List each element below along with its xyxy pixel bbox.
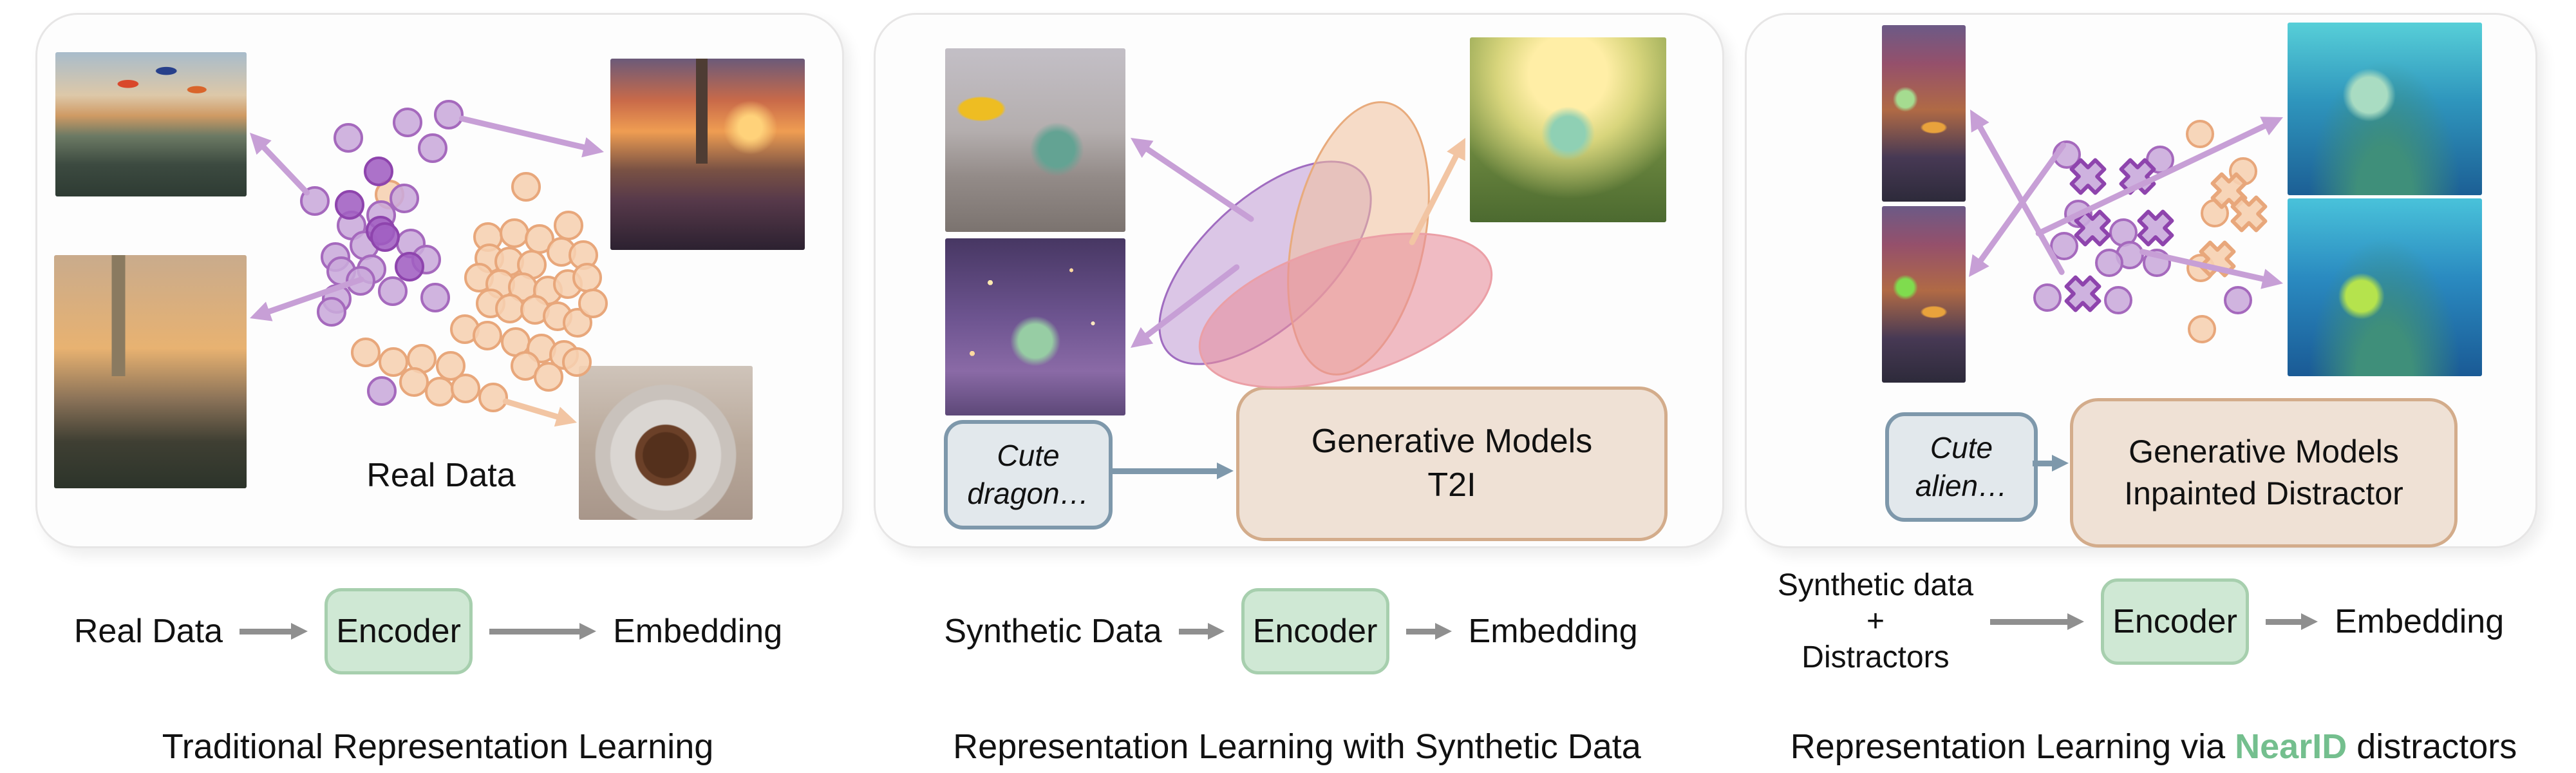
generative-models-inpainted-box: Generative Models Inpainted Distractor — [2070, 398, 2458, 548]
generator-line: Generative Models — [1311, 423, 1593, 461]
nearid-brand: NearID — [2235, 727, 2347, 766]
generator-line: Generative Models — [2129, 434, 2399, 470]
prompt-box-dragon: Cute dragon… — [944, 420, 1113, 530]
flow-output-label: Embedding — [1468, 613, 1638, 650]
generator-line: T2I — [1427, 466, 1476, 504]
arrow-head — [1207, 623, 1225, 640]
prompt-line: Cute — [997, 439, 1060, 473]
prompt-to-generator-arrow-icon — [1109, 463, 1234, 479]
prompt-line: alien… — [1915, 469, 2008, 502]
caption-traditional: Traditional Representation Learning — [162, 727, 714, 766]
skydivers-over-river-photo — [55, 52, 247, 196]
arrow-head — [2301, 613, 2318, 630]
victory-monument-race-photo — [54, 255, 247, 488]
alien-city-photo-b — [1882, 206, 1966, 383]
plated-steak-dinner-photo — [579, 366, 753, 520]
alien-reef-photo-b — [2288, 198, 2482, 376]
arrow-shaft — [1990, 618, 2068, 625]
cathedral-square-sunset-photo — [610, 59, 805, 250]
flow-input-label: Synthetic Data — [944, 613, 1162, 650]
prompt-line: dragon… — [967, 477, 1089, 510]
flow-arrow-icon — [1990, 613, 2085, 630]
arrow-head — [2052, 455, 2069, 472]
arrow-shaft — [1109, 468, 1217, 474]
dragon-galaxy-photo — [945, 238, 1125, 415]
flow-row-nearid: Synthetic data + Distractors Encoder Emb… — [1706, 567, 2575, 676]
flow-input-line: Distractors — [1801, 640, 1950, 674]
caption-post: distractors — [2347, 727, 2517, 766]
flow-row-traditional: Real Data Encoder Embedding — [58, 586, 798, 676]
arrow-shaft — [2033, 460, 2052, 466]
arrow-head — [2067, 613, 2085, 630]
encoder-box: Encoder — [2101, 578, 2250, 665]
arrow-shaft — [2266, 618, 2302, 625]
arrow-head — [291, 623, 308, 640]
flow-input-label: Synthetic data + Distractors — [1778, 568, 1973, 675]
flow-input-line: Synthetic data — [1777, 568, 1974, 603]
alien-reef-photo-a — [2288, 23, 2482, 195]
generative-models-t2i-box: Generative Models T2I — [1236, 386, 1668, 541]
arrow-shaft — [1406, 628, 1435, 635]
caption-nearid: Representation Learning via NearID distr… — [1725, 727, 2576, 767]
arrow-shaft — [489, 628, 580, 635]
flow-arrow-icon — [1406, 623, 1452, 640]
prompt-to-generator-arrow-icon — [2033, 455, 2069, 472]
flow-output-label: Embedding — [613, 613, 783, 650]
generator-line: Inpainted Distractor — [2124, 475, 2403, 511]
flow-arrow-icon — [2266, 613, 2318, 630]
flow-input-line: + — [1866, 604, 1885, 639]
flow-arrow-icon — [1178, 623, 1225, 640]
arrow-head — [579, 623, 597, 640]
alien-city-photo-a — [1882, 25, 1966, 202]
dragon-taxi-street-photo — [945, 48, 1125, 232]
flow-arrow-icon — [240, 623, 308, 640]
arrow-shaft — [1178, 628, 1208, 635]
flow-row-synthetic: Synthetic Data Encoder Embedding — [866, 586, 1716, 676]
arrow-head — [1217, 463, 1234, 479]
dragon-forest-photo — [1470, 37, 1666, 222]
encoder-box: Encoder — [324, 588, 473, 674]
flow-output-label: Embedding — [2335, 603, 2505, 640]
arrow-head — [1434, 623, 1452, 640]
arrow-shaft — [240, 628, 292, 635]
caption-synthetic: Representation Learning with Synthetic D… — [953, 727, 1641, 766]
real-data-label: Real Data — [366, 457, 516, 494]
caption-pre: Representation Learning via — [1790, 727, 2235, 766]
flow-arrow-icon — [489, 623, 597, 640]
prompt-box-alien: Cute alien… — [1885, 412, 2038, 522]
encoder-box: Encoder — [1241, 588, 1389, 674]
prompt-line: Cute — [1930, 431, 1993, 465]
flow-input-label: Real Data — [73, 613, 223, 650]
